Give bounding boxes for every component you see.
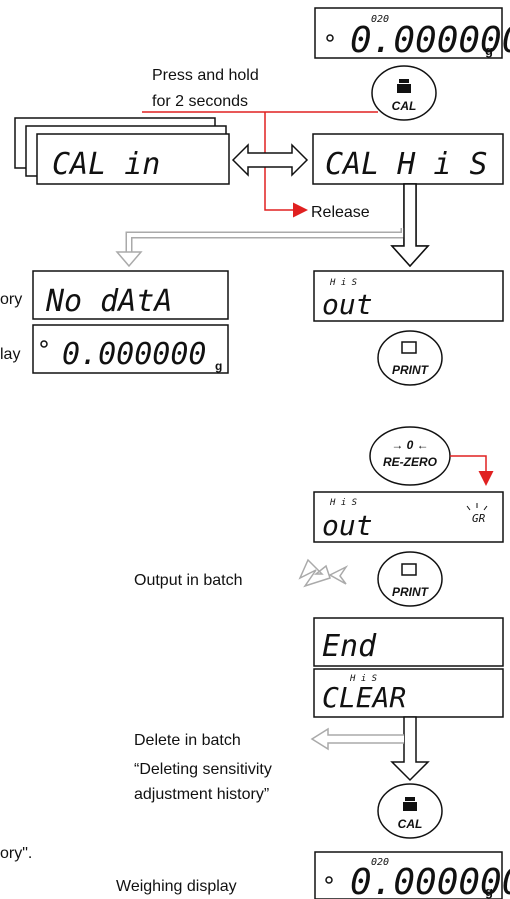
gray-left-arrow — [310, 727, 404, 751]
footer-cut-label: ory". — [0, 845, 32, 862]
display-clear: H i S CLEAR — [313, 668, 504, 718]
gray-arrowhead-1 — [115, 251, 143, 268]
display-weigh-bottom-value: 0.000000 — [350, 862, 510, 899]
display-clear-text: CLEAR — [322, 681, 406, 714]
display-cut-label: lay — [0, 346, 20, 363]
delete-batch-label: Delete in batch — [134, 732, 241, 749]
display-top-weighing: 020 0.000000 g — [314, 7, 510, 61]
red-rezero-arrow — [450, 455, 494, 486]
display-end: End — [313, 617, 504, 667]
deleting-label-1: “Deleting sensitivity — [134, 761, 272, 778]
weighing-display-label: Weighing display — [116, 878, 237, 895]
down-arrow-2 — [390, 716, 430, 782]
display-his-out-text: out — [322, 288, 373, 321]
cal-button-top-label: CAL — [392, 99, 417, 113]
display-weigh-left-unit: g — [215, 359, 222, 373]
rezero-button-label: RE-ZERO — [383, 455, 438, 469]
display-no-data: No dAtA — [32, 270, 229, 320]
display-top-small-text: 020 — [371, 14, 389, 25]
weight-icon — [397, 79, 411, 93]
display-out-gr-text: out — [322, 509, 373, 542]
display-no-data-text: No dAtA — [45, 284, 172, 319]
display-weigh-left: 0.000000 g — [32, 324, 229, 374]
cal-button-bottom-label: CAL — [398, 817, 423, 831]
history-cut-label: ory — [0, 291, 22, 308]
display-clear-small: H i S — [349, 674, 378, 684]
display-out-gr: H i S out GR — [313, 491, 504, 543]
double-arrow — [231, 143, 309, 177]
display-top-unit: g — [485, 43, 493, 58]
cal-button-top[interactable]: CAL — [371, 65, 437, 121]
press-hold-label-1: Press and hold — [152, 67, 259, 84]
display-end-text: End — [322, 629, 377, 664]
red-release-arrow — [264, 112, 308, 218]
gray-route-outer — [125, 228, 408, 254]
display-weigh-left-value: 0.000000 — [62, 337, 207, 372]
printer-icon — [401, 341, 417, 354]
print-button-2-label: PRINT — [392, 585, 430, 599]
display-out-gr-small: H i S — [329, 498, 358, 508]
display-weigh-bottom-unit: g — [485, 884, 493, 899]
display-his-out-small: H i S — [329, 278, 358, 288]
print-button-1-label: PRINT — [392, 363, 430, 377]
rezero-button[interactable]: → 0 ← RE-ZERO — [369, 426, 451, 486]
print-button-2[interactable]: PRINT — [377, 551, 443, 607]
display-weigh-bottom-small: 020 — [371, 857, 389, 868]
deleting-label-2: adjustment history” — [134, 786, 269, 803]
blink-marks — [466, 503, 488, 511]
display-cal-his-text: CAL H i S — [325, 147, 488, 182]
display-cal-in-stack: CAL in — [14, 117, 230, 185]
display-cal-his: CAL H i S — [312, 133, 504, 185]
rezero-arrow-text: → 0 ← — [391, 438, 428, 452]
weight-icon — [403, 797, 417, 811]
display-top-value: 0.000000 — [350, 20, 510, 61]
printer-icon — [401, 563, 417, 576]
display-weigh-bottom: 020 0.000000 g — [314, 851, 510, 899]
output-batch-label: Output in batch — [134, 572, 243, 589]
press-hold-label-2: for 2 seconds — [152, 93, 248, 110]
display-out-gr-mark: GR — [472, 512, 486, 525]
display-cal-in-text: CAL in — [52, 147, 160, 182]
zigzag-arrow — [298, 558, 331, 588]
release-label: Release — [311, 204, 370, 221]
print-button-1[interactable]: PRINT — [377, 330, 443, 386]
display-his-out: H i S out — [313, 270, 504, 322]
cal-button-bottom[interactable]: CAL — [377, 783, 443, 839]
